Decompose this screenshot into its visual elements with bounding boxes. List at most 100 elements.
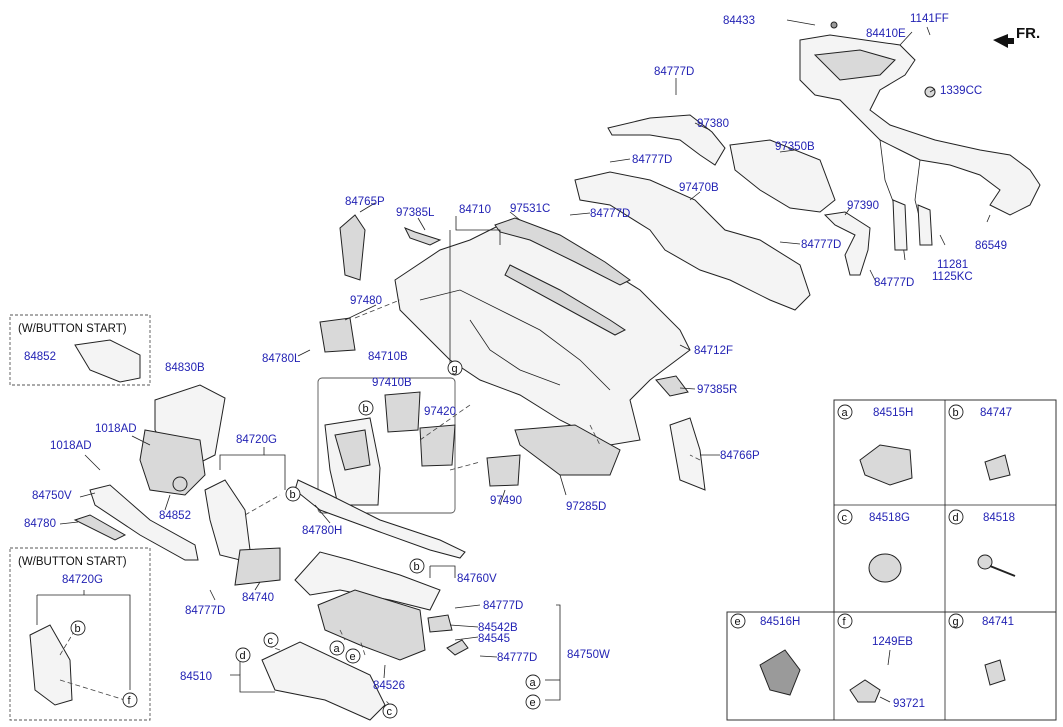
svg-text:a: a xyxy=(334,643,341,655)
marker-e: e xyxy=(345,648,361,664)
callout-97390: 97390 xyxy=(847,200,879,212)
callout-97380: 97380 xyxy=(697,118,729,130)
callout-97385L: 97385L xyxy=(396,207,435,219)
callout-84777D: 84777D xyxy=(590,208,630,220)
callout-97285D: 97285D xyxy=(566,501,606,513)
front-direction-indicator: FR. xyxy=(993,25,1040,48)
callout-84777D: 84777D xyxy=(801,239,841,251)
marker-b: b xyxy=(285,486,301,502)
crash-pad-main xyxy=(339,214,706,491)
callout-97410B: 97410B xyxy=(372,377,412,389)
cowl-crossmember-assembly xyxy=(799,21,1041,261)
legend-part-f-clip: 93721 xyxy=(893,698,925,710)
callout-84410E: 84410E xyxy=(866,28,906,40)
callout-97470B: 97470B xyxy=(679,182,719,194)
reference-markers: b g b b c d a e c a e b f xyxy=(70,360,541,719)
callout-84542B: 84542B xyxy=(478,622,518,634)
callout-84545: 84545 xyxy=(478,633,510,645)
option-box-button-start-bottom: (W/BUTTON START) xyxy=(9,547,151,721)
callout-84750V: 84750V xyxy=(32,490,72,502)
callout-84720G: 84720G xyxy=(236,434,277,446)
callout-97385R: 97385R xyxy=(697,384,737,396)
svg-text:f: f xyxy=(843,616,847,628)
callout-84777D: 84777D xyxy=(632,154,672,166)
callout-97490: 97490 xyxy=(490,495,522,507)
callout-84777D: 84777D xyxy=(185,605,225,617)
svg-text:d: d xyxy=(953,512,959,524)
callout-1125KC: 1125KC xyxy=(932,271,973,283)
svg-text:b: b xyxy=(290,489,296,501)
callout-97531C: 97531C xyxy=(510,203,550,215)
callout-84720G: 84720G xyxy=(62,574,103,586)
callout-84760V: 84760V xyxy=(457,573,497,585)
callout-84710: 84710 xyxy=(459,204,491,216)
legend-part-b: 84747 xyxy=(980,407,1012,419)
svg-text:b: b xyxy=(363,403,369,415)
callout-1141FF: 1141FF xyxy=(910,13,949,25)
option-box-title: (W/BUTTON START) xyxy=(18,323,127,335)
legend-cell-a: a 84515H xyxy=(837,404,913,486)
callout-1339CC: 1339CC xyxy=(940,85,982,97)
svg-text:e: e xyxy=(530,697,536,709)
svg-text:a: a xyxy=(842,407,849,419)
legend-part-d: 84518 xyxy=(983,512,1015,524)
legend-cell-d: d 84518 xyxy=(948,509,1016,577)
legend-part-g: 84741 xyxy=(982,616,1014,628)
svg-text:b: b xyxy=(414,561,420,573)
callout-84852: 84852 xyxy=(24,351,56,363)
callout-84740: 84740 xyxy=(242,592,274,604)
part-callouts: 84433 84410E 1141FF 1339CC 84777D 97380 … xyxy=(24,13,1007,692)
callout-84777D: 84777D xyxy=(497,652,537,664)
callout-84777D: 84777D xyxy=(654,66,694,78)
callout-84712F: 84712F xyxy=(694,345,733,357)
marker-b: b xyxy=(70,620,86,636)
marker-e: e xyxy=(525,694,541,710)
cluster-left xyxy=(73,384,466,586)
legend-cell-c: c 84518G xyxy=(837,509,910,583)
marker-g: g xyxy=(447,360,463,376)
callout-84780: 84780 xyxy=(24,518,56,530)
marker-c: c xyxy=(263,632,279,648)
legend-cell-f: f 1249EB 93721 xyxy=(837,613,925,710)
option-box-button-start-top: (W/BUTTON START) xyxy=(9,314,151,386)
svg-text:a: a xyxy=(530,677,537,689)
callout-84780L: 84780L xyxy=(262,353,301,365)
callout-84766P: 84766P xyxy=(720,450,760,462)
svg-text:c: c xyxy=(842,512,848,524)
marker-d: d xyxy=(235,647,251,663)
svg-text:b: b xyxy=(953,407,959,419)
callout-84780H: 84780H xyxy=(302,525,342,537)
legend-part-c: 84518G xyxy=(869,512,910,524)
callout-1018AD: 1018AD xyxy=(95,423,137,435)
legend-part-a: 84515H xyxy=(873,407,913,419)
callout-1018AD: 1018AD xyxy=(50,440,92,452)
callout-11281: 11281 xyxy=(937,259,968,271)
svg-text:b: b xyxy=(75,623,81,635)
front-label: FR. xyxy=(1016,25,1040,42)
callout-86549: 86549 xyxy=(975,240,1007,252)
svg-text:d: d xyxy=(240,650,246,662)
callout-84765P: 84765P xyxy=(345,196,385,208)
legend-cell-e: e 84516H xyxy=(730,613,801,696)
callout-97480: 97480 xyxy=(350,295,382,307)
marker-f: f xyxy=(122,692,138,708)
legend-cell-g: g 84741 xyxy=(948,613,1014,686)
marker-b: b xyxy=(409,558,425,574)
callout-84830B: 84830B xyxy=(165,362,205,374)
callout-84852: 84852 xyxy=(159,510,191,522)
svg-text:e: e xyxy=(350,651,356,663)
svg-text:g: g xyxy=(452,363,458,375)
glove-box xyxy=(261,551,469,721)
leader-lines xyxy=(59,19,991,701)
callout-84526: 84526 xyxy=(373,680,405,692)
callout-84777D: 84777D xyxy=(483,600,523,612)
callout-84710B: 84710B xyxy=(368,351,408,363)
marker-a: a xyxy=(525,674,541,690)
callout-84750W: 84750W xyxy=(567,649,610,661)
legend-part-e: 84516H xyxy=(760,616,800,628)
legend-cell-b: b 84747 xyxy=(948,404,1012,481)
callout-84777D: 84777D xyxy=(874,277,914,289)
reference-lines xyxy=(59,299,701,706)
center-fascia xyxy=(317,317,521,514)
